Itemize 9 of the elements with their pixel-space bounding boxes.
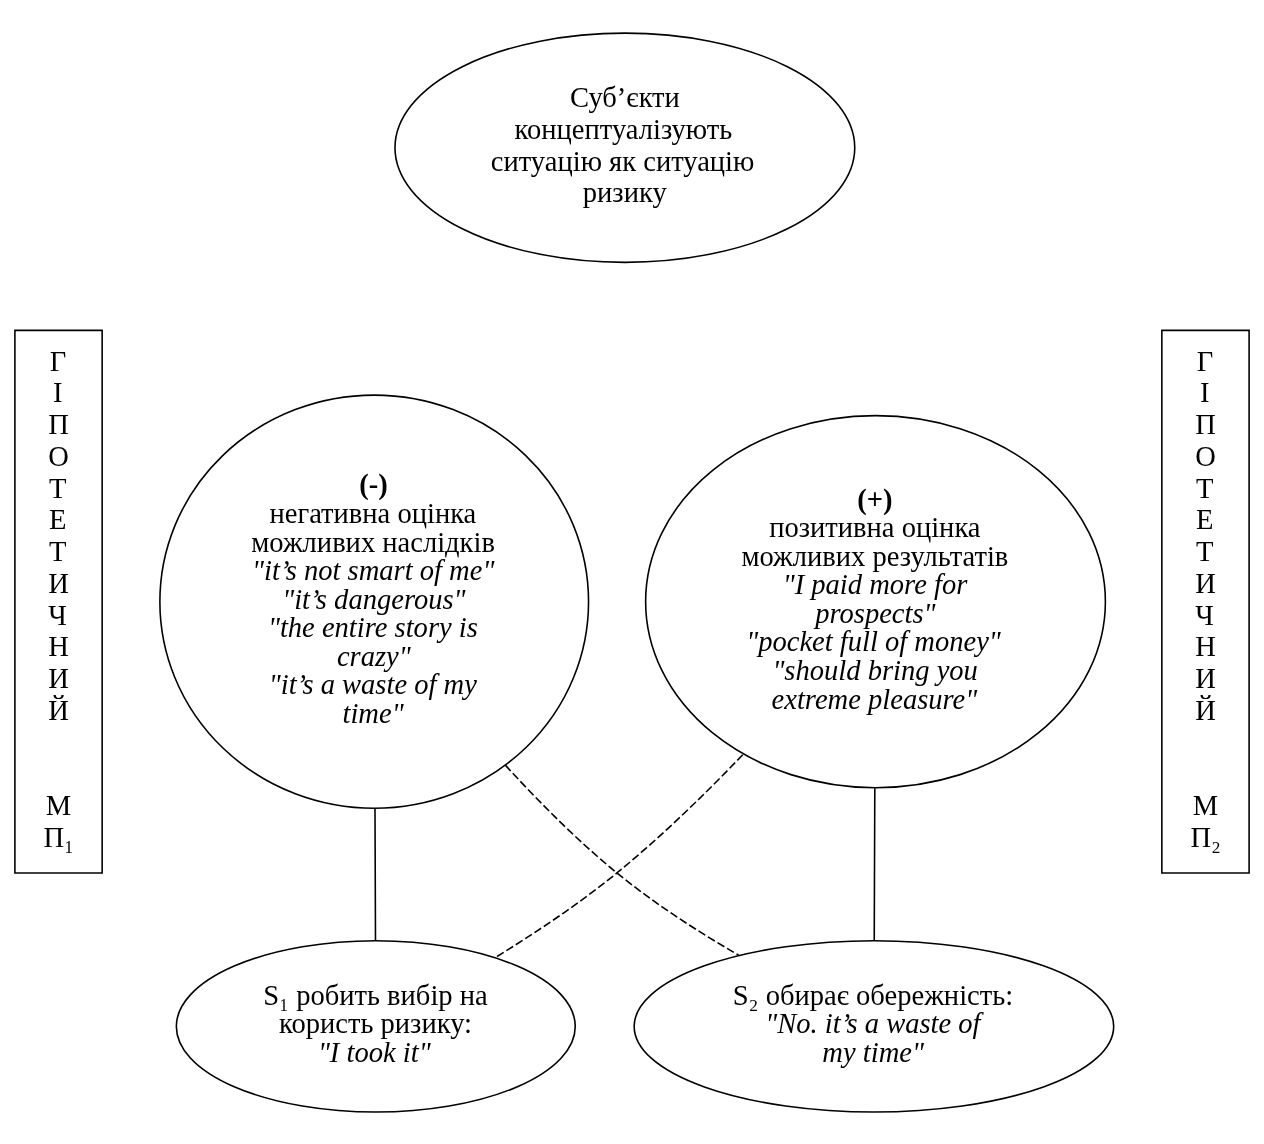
- node-box: ГІПОТЕТИЧНИЙ МП₂: [1161, 329, 1250, 874]
- node-box: ГІПОТЕТИЧНИЙ МП₁: [14, 329, 103, 874]
- node-ellipse: (+) позитивна оцінка можливих результатів "I paid more for prospects" "pocket full of money" "should bring you extreme pleasure": [644, 414, 1107, 788]
- connector: [873, 786, 876, 942]
- node-ellipse: Суб’єкти концептуалізують ситуацію як ситуацію ризику: [394, 31, 856, 263]
- connector: [374, 807, 377, 942]
- node-ellipse: S₁ робить вибір на користь ризику: "I took it": [175, 939, 577, 1113]
- node-circle: (-) негативна оцінка можливих наслідків "it’s not smart of me" "it’s dangerous" "the entire story is crazy" "it’s a waste of my time": [159, 393, 590, 809]
- node-ellipse: S₂ обирає обережність: "No. it’s a waste of my time": [633, 939, 1115, 1113]
